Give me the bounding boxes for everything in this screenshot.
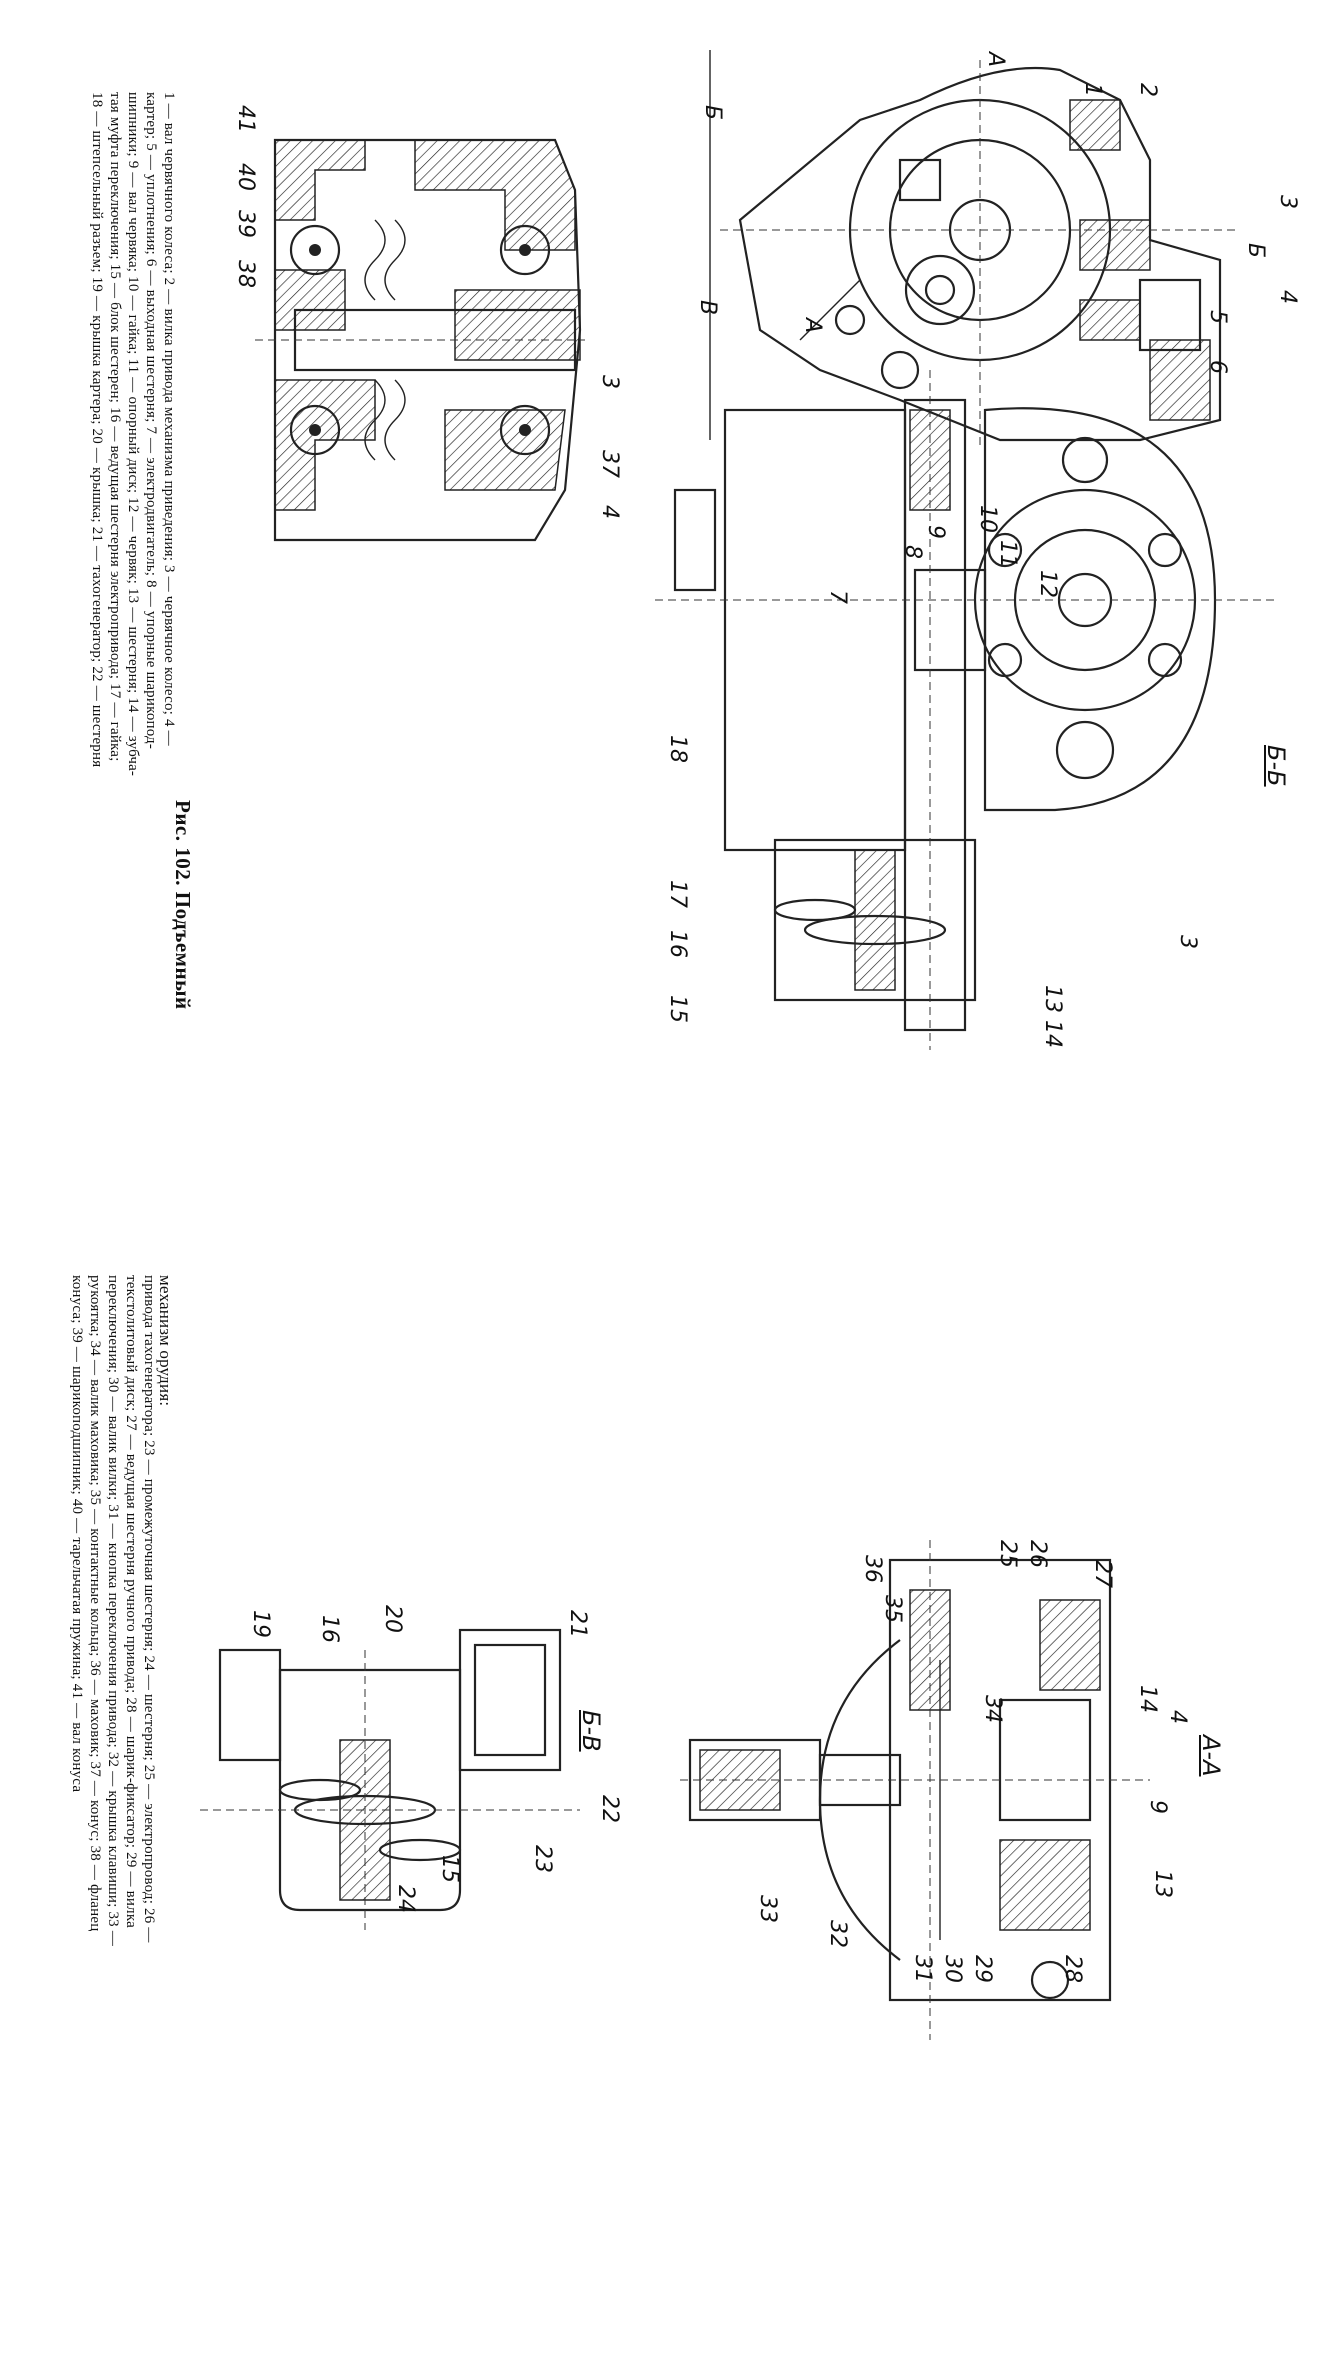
- callout-10-a: 10: [975, 505, 1000, 533]
- callout-7: 7: [825, 590, 850, 604]
- callout-39: 39: [233, 210, 258, 238]
- drawing-housing-top: [709, 50, 1240, 450]
- callout-9-b: 9: [1145, 1800, 1170, 1814]
- drawing-motor-worm: [655, 370, 1275, 1050]
- callout-23: 23: [530, 1845, 555, 1873]
- view-label-bb: Б-Б: [1262, 745, 1290, 787]
- callout-34: 34: [980, 1695, 1005, 1723]
- callout-26: 26: [1025, 1540, 1050, 1568]
- callout-15-b: 15: [437, 1855, 462, 1883]
- callout-18: 18: [665, 735, 690, 763]
- callout-5: 5: [1205, 310, 1230, 324]
- callout-1: 1: [1080, 83, 1105, 97]
- drawing-manual-drive: [680, 1540, 1150, 2040]
- caption-line-4: тая муфта переключения; 15 — блок шестер…: [107, 92, 123, 762]
- callout-20: 20: [380, 1605, 405, 1633]
- callout-41: 41: [233, 105, 258, 133]
- drawing-cone-section: [255, 138, 585, 542]
- callout-28: 28: [1060, 1955, 1085, 1983]
- view-label-aa: А-А: [1197, 1735, 1225, 1777]
- callout-25: 25: [995, 1540, 1020, 1568]
- caption-line-3: шипники; 9 — вал червяка; 10 — гайка; 11…: [125, 92, 141, 777]
- section-v-left: В: [695, 300, 720, 316]
- callout-30: 30: [940, 1955, 965, 1983]
- callout-15-a: 15: [665, 995, 690, 1023]
- callout-14-b: 14: [1135, 1685, 1160, 1713]
- callout-14-a: 14: [1040, 1020, 1065, 1048]
- callout-40: 40: [233, 163, 258, 191]
- callout-9-a: 9: [923, 525, 948, 539]
- section-b-right: Б: [1243, 243, 1268, 259]
- callout-37: 37: [597, 450, 622, 478]
- callout-19: 19: [248, 1610, 273, 1638]
- callout-12: 12: [1035, 570, 1060, 598]
- callout-21: 21: [565, 1610, 590, 1638]
- callout-2: 2: [1135, 83, 1160, 97]
- callout-4-c: 4: [1165, 1710, 1190, 1724]
- callout-27: 27: [1090, 1560, 1115, 1588]
- callout-16-a: 16: [665, 930, 690, 958]
- section-a-bottom: А: [800, 318, 825, 334]
- continuation-line-4: переключения; 30 — валик вилки; 31 — кно…: [105, 1275, 121, 1947]
- callout-3-c: 3: [1175, 935, 1200, 949]
- callout-16-b: 16: [317, 1615, 342, 1643]
- continuation-line-1: механизм орудия:: [156, 1275, 175, 1407]
- continuation-line-6: конуса; 39 — шарикоподшипник; 40 — тарел…: [69, 1275, 85, 1793]
- callout-11: 11: [995, 540, 1020, 568]
- figure-title: Рис. 102. Подъемный: [171, 800, 195, 1010]
- caption-line-5: 18 — штепсельный разъем; 19 — крышка кар…: [89, 92, 105, 768]
- continuation-line-5: рукоятка; 34 — валик маховика; 35 — конт…: [87, 1275, 103, 1932]
- section-b-left: Б: [700, 105, 725, 121]
- callout-3-b: 3: [1275, 195, 1300, 209]
- callout-4-a: 4: [597, 505, 622, 519]
- callout-17: 17: [665, 880, 690, 908]
- callout-36: 36: [860, 1555, 885, 1583]
- section-a-top: А: [983, 52, 1008, 68]
- callout-13-b: 13: [1150, 1870, 1175, 1898]
- callout-31: 31: [910, 1955, 935, 1983]
- callout-38: 38: [233, 260, 258, 288]
- continuation-line-3: текстолитовый диск; 27 — ведущая шестерн…: [123, 1275, 139, 1928]
- drawing-tachogenerator: [200, 1628, 580, 1930]
- callout-33: 33: [755, 1895, 780, 1923]
- callout-24: 24: [393, 1885, 418, 1913]
- callout-3-a: 3: [597, 375, 622, 389]
- callout-4-b: 4: [1275, 290, 1300, 304]
- continuation-line-2: привода тахогенератора; 23 — промежуточн…: [141, 1275, 157, 1943]
- callout-32: 32: [825, 1920, 850, 1948]
- callout-35: 35: [880, 1595, 905, 1623]
- callout-13-14: 13: [1040, 985, 1065, 1013]
- callout-22: 22: [597, 1795, 622, 1823]
- caption-line-1: 1 — вал червячного колеса; 2 — вилка при…: [161, 92, 177, 746]
- callout-29: 29: [970, 1955, 995, 1983]
- view-label-bv: Б-В: [577, 1710, 605, 1752]
- caption-line-2: картер; 5 — уплотнения; 6 — выходная шес…: [143, 92, 159, 750]
- callout-8: 8: [900, 545, 925, 559]
